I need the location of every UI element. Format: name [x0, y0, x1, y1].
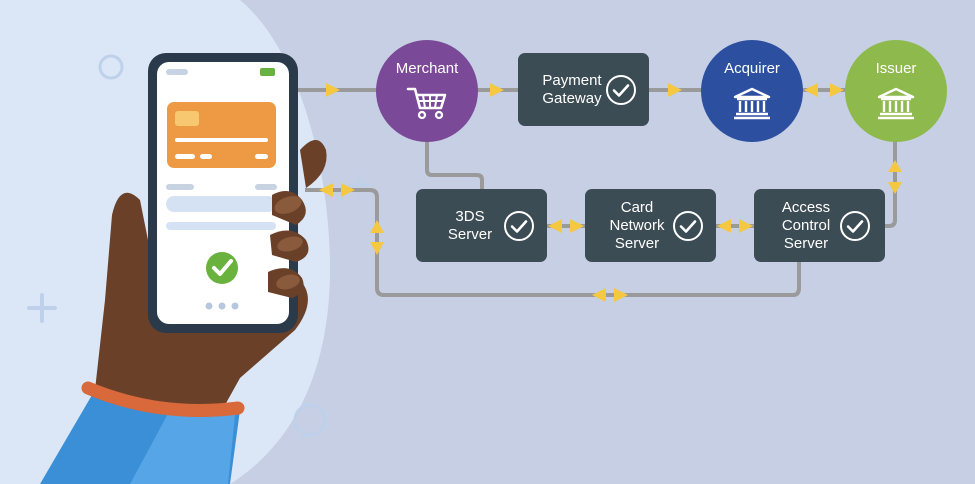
thumb	[300, 140, 327, 188]
node-3ds-server: 3DS Server	[416, 189, 547, 262]
3ds-server-label: 3DS Server	[447, 207, 493, 243]
arrow-left	[592, 288, 606, 302]
decor-ring	[98, 54, 124, 80]
arrow-right	[326, 83, 340, 97]
merchant-label: Merchant	[395, 60, 459, 77]
arrow-right	[830, 83, 844, 97]
flow-arrows	[319, 83, 902, 302]
bank-building-icon	[733, 87, 771, 120]
payment-gateway-label: Payment Gateway	[542, 71, 602, 107]
arrow-right	[490, 83, 504, 97]
check-circle-icon	[606, 74, 636, 105]
node-acquirer: Acquirer	[701, 40, 803, 142]
node-access-control-server: Access Control Server	[754, 189, 885, 262]
node-payment-gateway: Payment Gateway	[518, 53, 649, 126]
decor-plus	[27, 293, 57, 323]
arrow-right	[668, 83, 682, 97]
node-card-network-server: Card Network Server	[585, 189, 716, 262]
node-merchant: Merchant	[376, 40, 478, 142]
arrow-right	[614, 288, 628, 302]
acquirer-label: Acquirer	[724, 60, 780, 77]
hand-phone-illustration	[40, 53, 327, 484]
arrow-left	[804, 83, 818, 97]
check-circle-icon	[840, 210, 870, 241]
success-check-icon	[206, 252, 238, 284]
arrow-up	[888, 160, 902, 172]
node-issuer: Issuer	[845, 40, 947, 142]
sleeve-shade	[130, 410, 235, 484]
arrow-right	[341, 183, 355, 197]
arrow-left	[319, 183, 333, 197]
arrow-up	[370, 220, 384, 233]
shopping-cart-icon	[406, 87, 447, 120]
issuer-label: Issuer	[875, 60, 917, 77]
arrow-right	[739, 219, 753, 233]
arrow-left	[548, 219, 562, 233]
decor-ring	[293, 403, 327, 437]
bank-building-icon	[877, 87, 915, 120]
check-circle-icon	[504, 210, 534, 241]
card-network-server-label: Card Network Server	[609, 198, 665, 252]
access-control-server-label: Access Control Server	[781, 198, 831, 252]
wristband	[81, 381, 245, 417]
arrow-down	[370, 242, 384, 255]
arrow-down	[888, 182, 902, 194]
arrow-right	[570, 219, 584, 233]
arrow-left	[717, 219, 731, 233]
check-circle-icon	[673, 210, 703, 241]
